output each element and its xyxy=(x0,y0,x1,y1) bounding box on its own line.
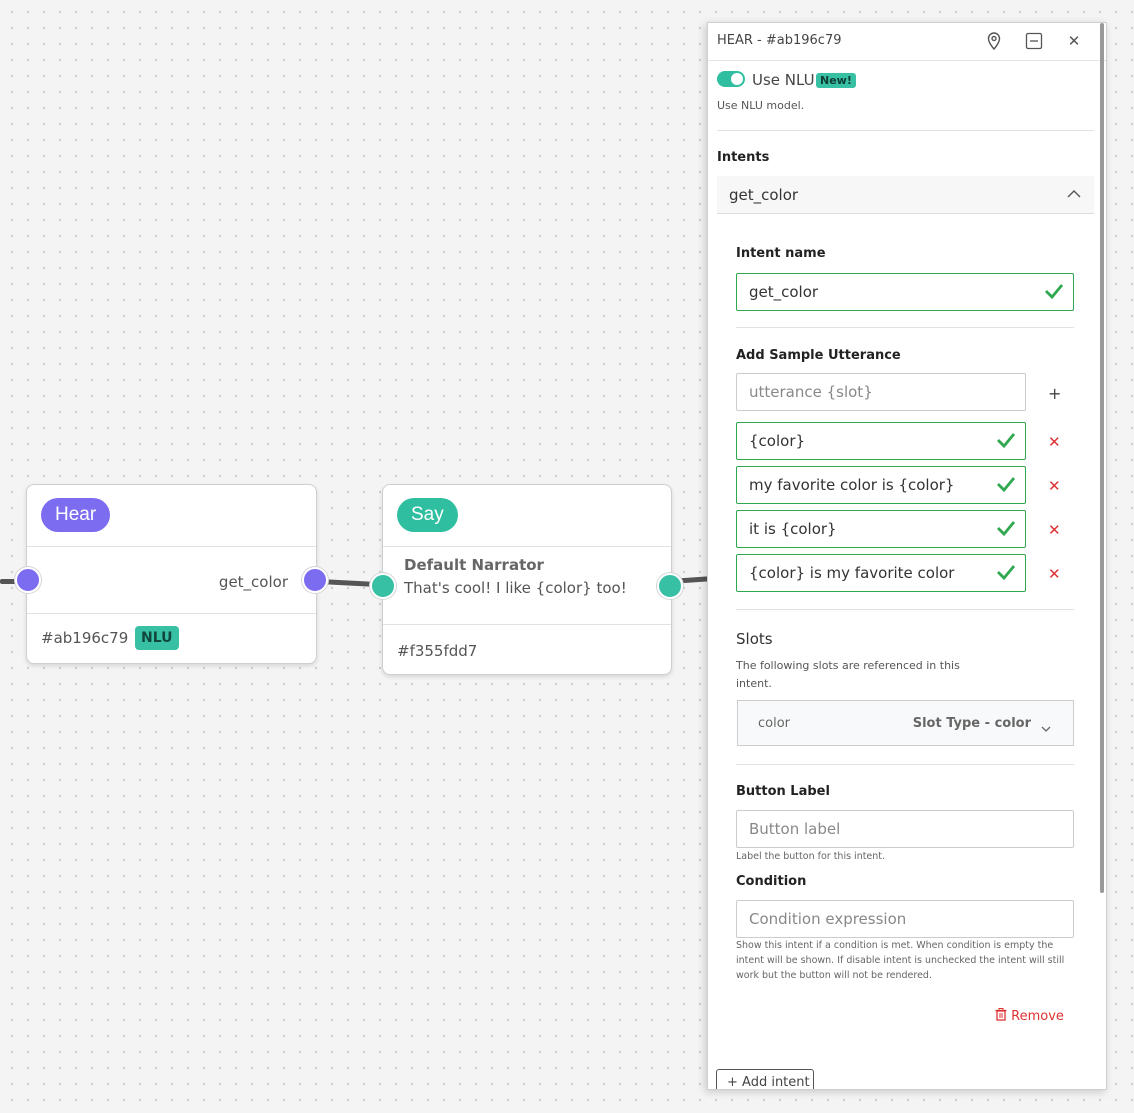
slot-row[interactable]: color Slot Type - color xyxy=(737,700,1074,746)
utterance-text: my favorite color is {color} xyxy=(749,476,955,494)
intents-heading: Intents xyxy=(717,150,770,165)
slots-description: The following slots are referenced in th… xyxy=(736,659,960,690)
say-input-port[interactable] xyxy=(370,573,396,599)
slot-type-select[interactable]: Slot Type - color xyxy=(912,716,1031,731)
location-pin-icon[interactable] xyxy=(985,32,1003,51)
check-icon xyxy=(997,565,1016,581)
button-label-heading: Button Label xyxy=(736,784,830,799)
remove-utterance-icon[interactable]: ✕ xyxy=(1048,433,1061,451)
utterance-input[interactable]: utterance {slot} xyxy=(736,373,1026,411)
check-icon xyxy=(1045,284,1064,300)
use-nlu-label: Use NLU xyxy=(752,71,815,89)
divider xyxy=(736,764,1074,765)
say-node[interactable]: Say Default Narrator That's cool! I like… xyxy=(382,484,672,675)
utterance-item[interactable]: my favorite color is {color} xyxy=(736,466,1026,504)
utterance-placeholder: utterance {slot} xyxy=(749,383,873,401)
hear-output-label: get_color xyxy=(218,573,288,591)
add-utterance-button[interactable]: + xyxy=(1048,384,1062,403)
remove-intent-label: Remove xyxy=(1011,1009,1064,1024)
hear-node-id: #ab196c79 xyxy=(41,629,129,647)
hear-input-port[interactable] xyxy=(15,567,41,593)
add-intent-button[interactable]: + Add intent xyxy=(716,1069,814,1090)
button-label-help: Label the button for this intent. xyxy=(736,851,886,862)
condition-help: Show this intent if a condition is met. … xyxy=(736,940,1065,981)
utterance-item[interactable]: {color} is my favorite color xyxy=(736,554,1026,592)
check-icon xyxy=(997,477,1016,493)
say-output-port[interactable] xyxy=(657,573,683,599)
condition-placeholder: Condition expression xyxy=(749,910,907,928)
remove-utterance-icon[interactable]: ✕ xyxy=(1048,477,1061,495)
use-nlu-description: Use NLU model. xyxy=(717,99,805,112)
connection-wire xyxy=(0,579,20,584)
hear-type-pill: Hear xyxy=(41,498,111,532)
divider xyxy=(736,327,1074,328)
utterance-item[interactable]: {color} xyxy=(736,422,1026,460)
intent-accordion-header[interactable]: get_color xyxy=(717,176,1094,214)
utterance-text: {color} xyxy=(749,432,806,450)
close-icon[interactable]: ✕ xyxy=(1067,32,1081,50)
intent-name-heading: Intent name xyxy=(736,246,826,261)
chevron-up-icon xyxy=(1066,186,1082,205)
panel-header: HEAR - #ab196c79 ✕ xyxy=(708,23,1106,61)
check-icon xyxy=(997,521,1016,537)
slot-name: color xyxy=(758,716,791,731)
say-node-id: #f355fdd7 xyxy=(397,642,478,660)
utterance-text: {color} is my favorite color xyxy=(749,564,955,582)
utterance-item[interactable]: it is {color} xyxy=(736,510,1026,548)
hear-node[interactable]: Hear get_color #ab196c79 NLU xyxy=(26,484,317,664)
new-badge: New! xyxy=(816,73,856,88)
slots-heading: Slots xyxy=(736,630,773,648)
divider xyxy=(717,130,1094,131)
hear-output-port[interactable] xyxy=(302,567,328,593)
say-text: That's cool! I like {color} too! xyxy=(404,579,627,597)
add-intent-label: + Add intent xyxy=(727,1075,810,1090)
intent-accordion-title: get_color xyxy=(729,186,799,204)
divider xyxy=(736,609,1074,610)
hear-settings-panel: HEAR - #ab196c79 ✕ Use NLU New! Use NLU … xyxy=(707,22,1107,1090)
panel-title: HEAR - #ab196c79 xyxy=(717,33,842,48)
remove-intent-button[interactable]: Remove xyxy=(995,1008,1064,1024)
panel-scrollbar[interactable] xyxy=(1100,23,1104,893)
button-label-input[interactable]: Button label xyxy=(736,810,1074,848)
condition-input[interactable]: Condition expression xyxy=(736,900,1074,938)
nlu-badge: NLU xyxy=(135,626,179,650)
narrator-name: Default Narrator xyxy=(404,556,544,574)
minimize-icon[interactable] xyxy=(1025,32,1043,50)
condition-heading: Condition xyxy=(736,874,807,889)
utterance-text: it is {color} xyxy=(749,520,837,538)
say-type-pill: Say xyxy=(397,498,458,532)
use-nlu-toggle[interactable] xyxy=(717,71,745,87)
intent-name-value: get_color xyxy=(749,283,819,301)
remove-utterance-icon[interactable]: ✕ xyxy=(1048,565,1061,583)
trash-icon xyxy=(995,1008,1007,1021)
intent-name-input[interactable]: get_color xyxy=(736,273,1074,311)
remove-utterance-icon[interactable]: ✕ xyxy=(1048,521,1061,539)
sample-utterance-heading: Add Sample Utterance xyxy=(736,348,901,363)
chevron-down-icon xyxy=(1041,718,1051,737)
button-label-placeholder: Button label xyxy=(749,820,841,838)
check-icon xyxy=(997,433,1016,449)
